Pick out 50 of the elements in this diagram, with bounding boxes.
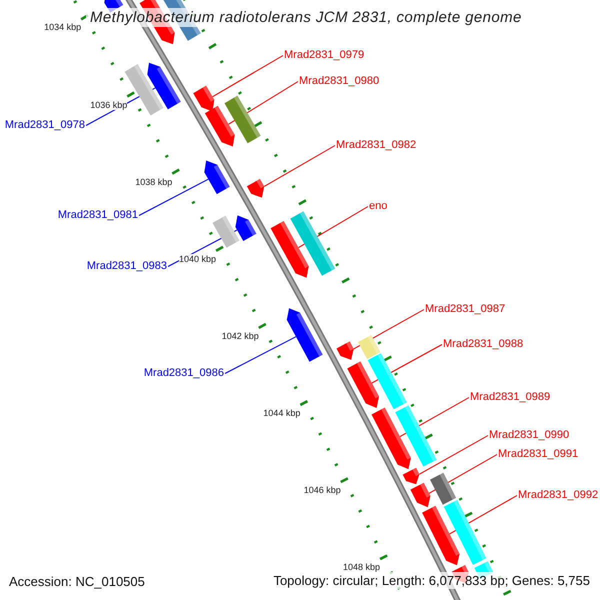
gene-feature — [422, 506, 460, 566]
gene-feature — [368, 353, 407, 410]
gene-label: Mrad2831_0989 — [470, 391, 550, 404]
gene-feature — [444, 500, 486, 565]
gene-feature — [204, 106, 235, 146]
gene-label: Mrad2831_0992 — [518, 489, 598, 502]
gene-feature — [212, 216, 240, 248]
gene-feature — [193, 86, 214, 112]
scale-label: 1036 kbp — [90, 100, 128, 110]
leader-line — [264, 145, 336, 187]
scale-label: 1046 kbp — [304, 485, 341, 496]
gene-label: Mrad2831_0990 — [489, 429, 570, 442]
gene-feature — [246, 178, 264, 198]
scale-label: 1034 kbp — [44, 22, 82, 32]
gene-feature — [147, 62, 181, 110]
gene-feature — [286, 308, 323, 362]
leader-line — [418, 435, 488, 475]
gene-label: Mrad2831_0980 — [299, 75, 380, 88]
gene-feature — [347, 361, 379, 408]
gene-feature — [430, 472, 456, 505]
scale-label: 1044 kbp — [263, 408, 300, 418]
gene-feature — [402, 468, 420, 484]
accession-text: Accession: NC_010505 — [9, 574, 145, 589]
scale-label: 1038 kbp — [135, 176, 172, 187]
gene-feature — [372, 408, 411, 470]
gene-label: Mrad2831_0991 — [498, 448, 578, 461]
gene-feature — [290, 211, 336, 276]
gene-feature — [395, 405, 437, 466]
gene-feature — [336, 341, 354, 360]
gene-feature — [204, 160, 230, 194]
leader-line — [138, 178, 209, 216]
gene-label: Mrad2831_0987 — [425, 303, 506, 316]
gene-label: eno — [369, 200, 388, 213]
gene-feature — [410, 482, 430, 508]
gene-label: Mrad2831_0978 — [4, 119, 85, 132]
gene-feature — [358, 335, 380, 360]
gene-label: Mrad2831_0986 — [144, 367, 224, 380]
gene-label: Mrad2831_0979 — [284, 49, 364, 62]
gene-label: Mrad2831_0988 — [443, 338, 524, 351]
scale-label: 1040 kbp — [179, 254, 216, 264]
gene-feature — [270, 221, 309, 278]
gene-feature — [235, 215, 256, 241]
leader-line — [224, 336, 296, 374]
gene-label: Mrad2831_0982 — [336, 139, 416, 152]
gene-label: Mrad2831_0983 — [86, 260, 167, 273]
scale-label: 1042 kbp — [222, 330, 259, 341]
gene-feature — [224, 96, 261, 144]
gene-label: Mrad2831_0981 — [58, 209, 138, 222]
scale-label: 1048 kbp — [343, 562, 380, 572]
leader-line — [212, 55, 284, 98]
